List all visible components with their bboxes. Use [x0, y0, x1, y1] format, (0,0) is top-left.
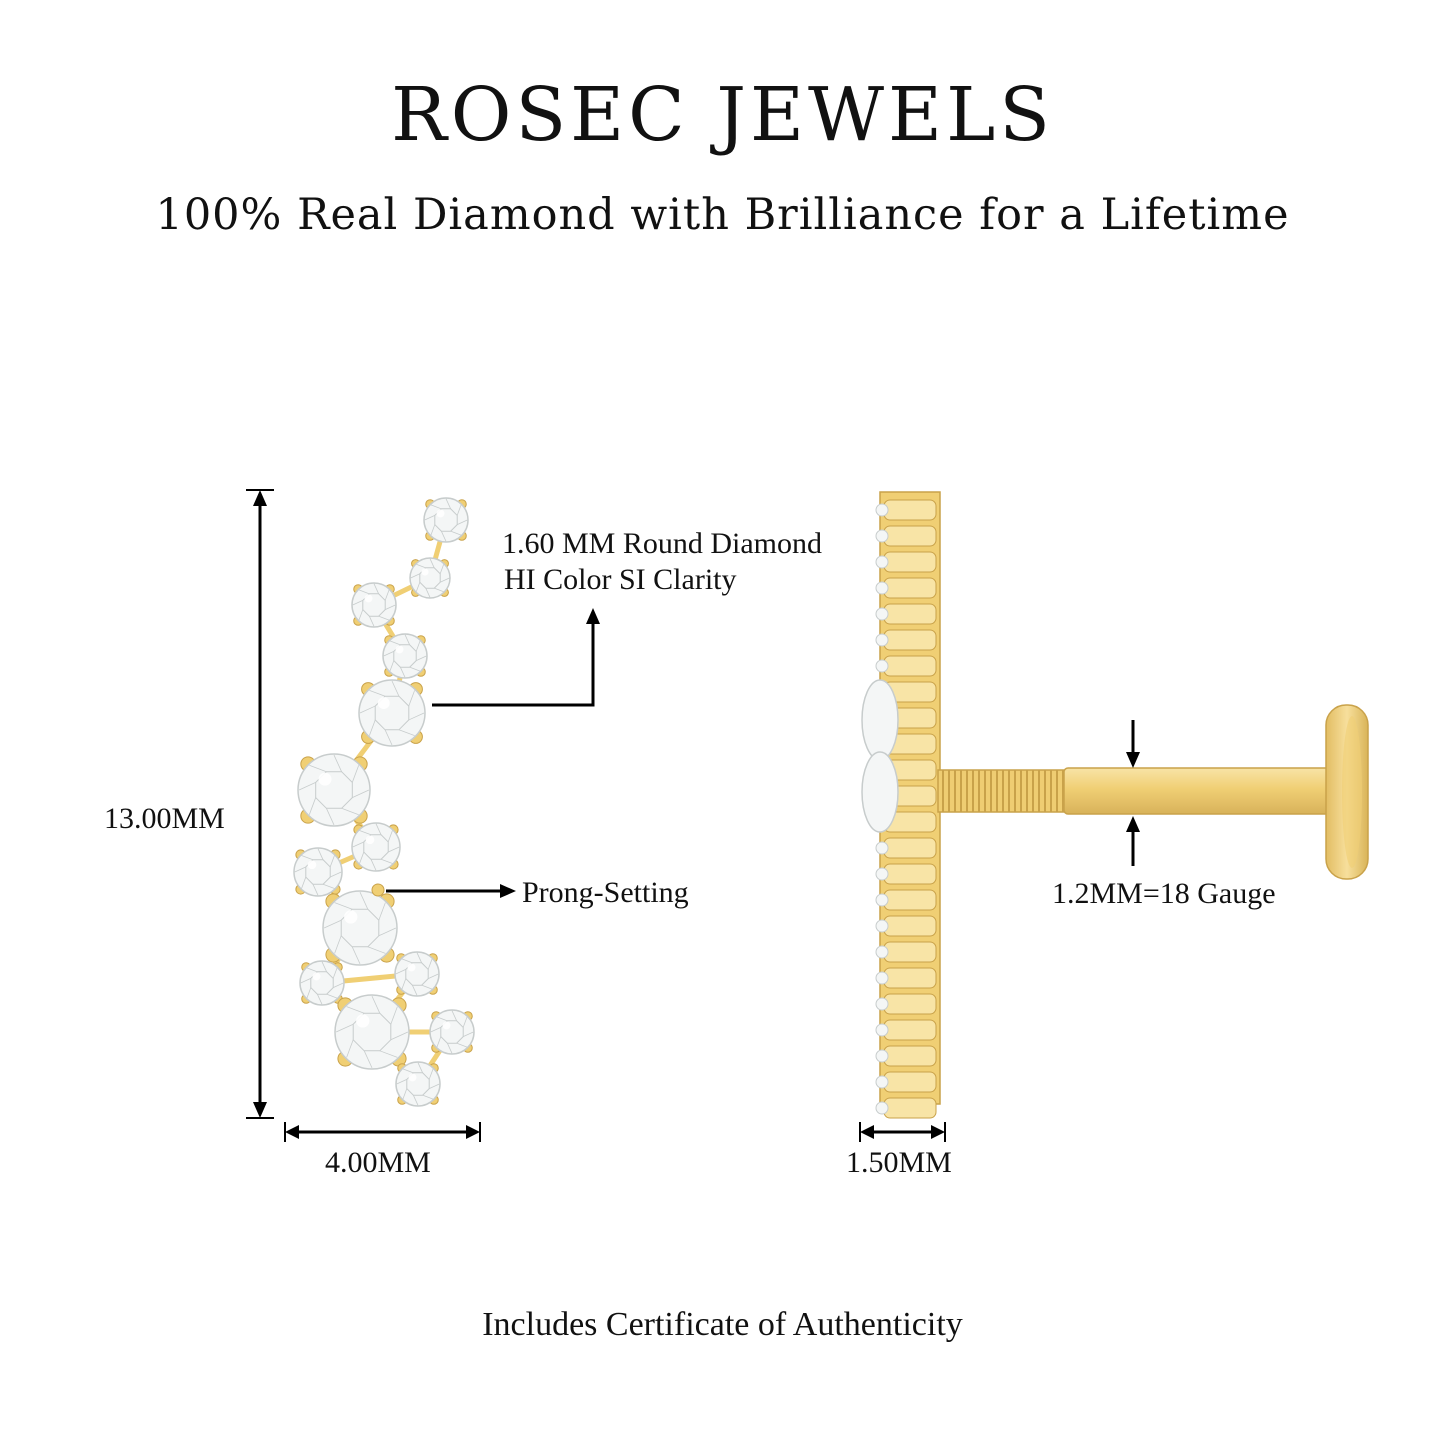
- diamond-stone: [429, 1009, 475, 1055]
- diamond-stone: [409, 557, 451, 599]
- prong-leader-line: [386, 884, 516, 898]
- diamond-stone: [382, 633, 428, 679]
- diamond-stone: [297, 753, 371, 827]
- tagline: 100% Real Diamond with Brilliance for a …: [155, 190, 1290, 240]
- brand-title: ROSEC JEWELS: [391, 72, 1054, 158]
- diamond-stone: [423, 497, 469, 543]
- height-label: 13.00MM: [104, 802, 225, 835]
- height-dimension: [246, 489, 274, 1119]
- diamond-leader-line: [432, 608, 600, 707]
- side-diamond-large: [861, 751, 899, 833]
- labret-bar: [1063, 767, 1343, 815]
- prong-bead: [371, 883, 385, 897]
- diamond-stone: [395, 1061, 441, 1107]
- threaded-shaft: [937, 769, 1069, 813]
- diamond-stone: [293, 847, 343, 897]
- diamond-stone: [358, 679, 426, 747]
- diamond-stone: [334, 994, 410, 1070]
- width-label: 4.00MM: [325, 1146, 431, 1179]
- gauge-dimension: [1126, 720, 1140, 866]
- diamond-stone: [299, 960, 345, 1006]
- diamond-stone: [322, 890, 398, 966]
- prong-setting-label: Prong-Setting: [522, 876, 689, 909]
- stone-label-line1: 1.60 MM Round Diamond: [502, 527, 823, 560]
- diamond-stone: [394, 951, 440, 997]
- gauge-label: 1.2MM=18 Gauge: [1052, 877, 1276, 910]
- diamond-stone: [351, 822, 401, 872]
- width-dimension: [284, 1122, 481, 1142]
- front-view-earring: [293, 497, 475, 1107]
- stone-label-line2: HI Color SI Clarity: [504, 563, 737, 596]
- diamond-stone: [351, 582, 397, 628]
- side-view-earring: [861, 491, 1369, 1119]
- thickness-dimension: [859, 1122, 946, 1142]
- side-diamond-large: [861, 679, 899, 761]
- certificate-note: Includes Certificate of Authenticity: [482, 1306, 963, 1343]
- thickness-label: 1.50MM: [846, 1146, 952, 1179]
